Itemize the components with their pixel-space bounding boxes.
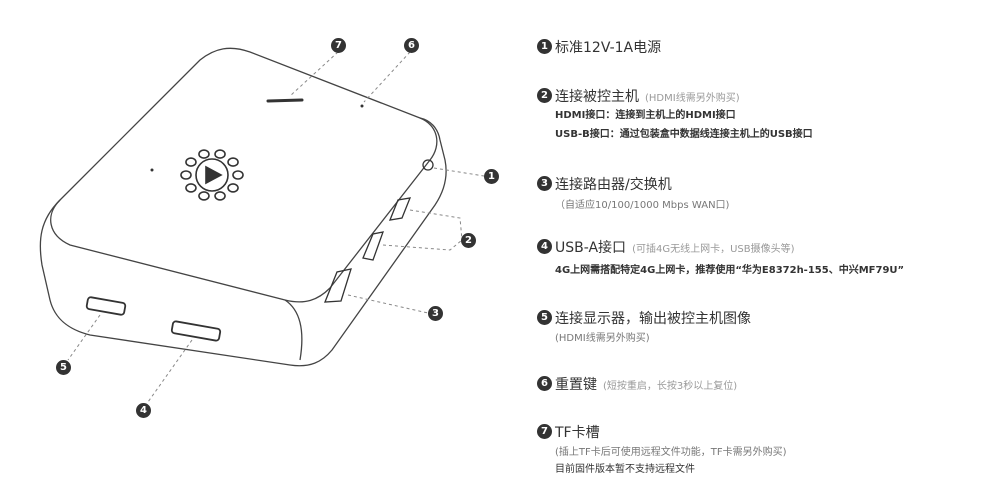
- item-title: 连接路由器/交换机: [555, 177, 672, 193]
- hdmi-out-port: [170, 320, 222, 342]
- logo-icon: [180, 149, 244, 201]
- item-note: (短按重启，长按3秒以上复位): [603, 381, 738, 392]
- logo-petal: [180, 170, 192, 180]
- callout-3: 3: [428, 306, 443, 321]
- item-number: 7: [537, 424, 552, 439]
- item-number: 6: [537, 376, 552, 391]
- item-number: 1: [537, 39, 552, 54]
- item-line: 4G上网需搭配特定4G上网卡，推荐使用“华为E8372h-155、中兴MF79U…: [555, 265, 905, 276]
- logo-petal: [232, 170, 244, 180]
- logo-petal: [214, 149, 226, 159]
- power-port: [422, 159, 434, 171]
- callout-5: 5: [56, 360, 71, 375]
- logo-petal: [214, 191, 226, 201]
- usb-b-port: [388, 197, 412, 221]
- item-title: TF卡槽: [555, 425, 600, 441]
- device-top-face: [50, 47, 438, 303]
- logo-petal: [198, 149, 210, 159]
- callout-1: 1: [484, 169, 499, 184]
- device-illustration: [39, 47, 485, 403]
- item-title: 连接被控主机: [555, 89, 639, 105]
- item-number: 2: [537, 88, 552, 103]
- item-title: 连接显示器，输出被控主机图像: [555, 311, 751, 327]
- item-line: （自适应10/100/1000 Mbps WAN口): [555, 200, 730, 211]
- item-number: 5: [537, 310, 552, 325]
- item-line: 目前固件版本暂不支持远程文件: [555, 464, 695, 475]
- callout-2: 2: [461, 233, 476, 248]
- reset-button-hole: [360, 104, 364, 108]
- logo-petal: [227, 157, 239, 167]
- item-line: (HDMI线需另外购买): [555, 333, 650, 344]
- item-line: (插上TF卡后可使用远程文件功能，TF卡需另外购买): [555, 447, 787, 458]
- item-title: 重置键: [555, 377, 597, 393]
- device-body-outline: [39, 117, 447, 367]
- hdmi-in-port: [362, 231, 384, 261]
- callout-6: 6: [404, 38, 419, 53]
- item-note: (可插4G无线上网卡，USB摄像头等): [632, 244, 795, 255]
- item-note: (HDMI线需另外购买): [645, 93, 740, 104]
- logo-petal: [198, 191, 210, 201]
- item-title: 标准12V-1A电源: [555, 40, 662, 56]
- callout-7: 7: [331, 38, 346, 53]
- ethernet-port: [324, 268, 352, 303]
- usb-a-port: [85, 296, 127, 316]
- item-number: 3: [537, 176, 552, 191]
- item-line: USB-B接口：通过包装盒中数据线连接主机上的USB接口: [555, 129, 813, 140]
- item-title: USB-A接口: [555, 240, 627, 256]
- callout-4: 4: [136, 403, 151, 418]
- tf-card-slot: [266, 98, 304, 103]
- item-number: 4: [537, 239, 552, 254]
- item-line: HDMI接口：连接到主机上的HDMI接口: [555, 110, 736, 121]
- logo-petal: [185, 157, 197, 167]
- logo-petal: [185, 183, 197, 193]
- logo-petal: [227, 183, 239, 193]
